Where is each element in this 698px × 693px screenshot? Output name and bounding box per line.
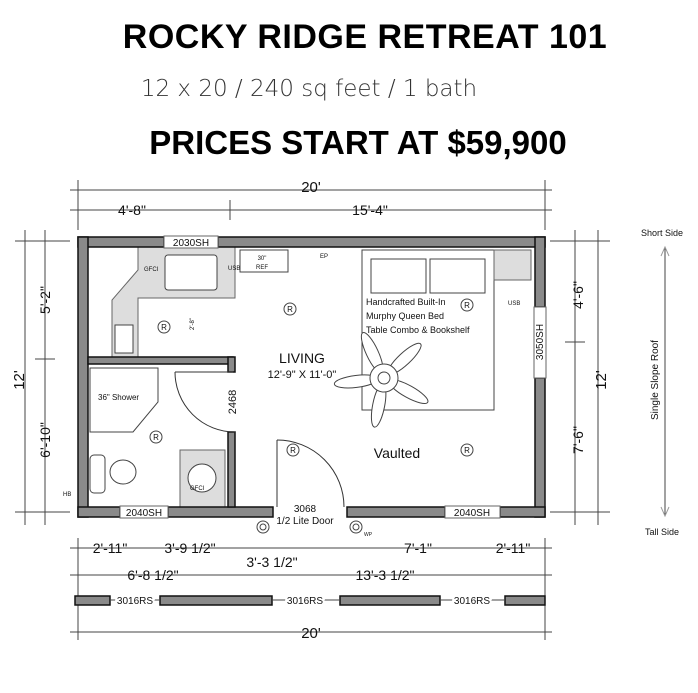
bed-label-2: Murphy Queen Bed xyxy=(366,311,444,321)
stove-icon xyxy=(114,324,134,354)
toilet-icon xyxy=(109,459,137,485)
dim-bottom-3: 3'-3 1/2" xyxy=(246,554,297,570)
plan-subtitle: 12 x 20 / 240 sq feet / 1 bath xyxy=(140,76,478,102)
interior-door-swing xyxy=(174,371,236,433)
gfci-label: GFCI xyxy=(144,267,159,273)
rear-window-label: 3016RS xyxy=(454,596,490,607)
right-dimensions: 4'-6" 7'-6" 12' xyxy=(550,230,610,525)
bathroom-fixtures: 36" Shower GFCI HB xyxy=(63,367,226,508)
refrigerator xyxy=(239,249,289,273)
svg-text:R: R xyxy=(464,301,470,310)
dim-right-upper: 4'-6" xyxy=(570,281,586,309)
ep-label: EP xyxy=(320,254,328,260)
living-label: LIVING xyxy=(279,350,325,366)
dim-left-upper: 5'-2" xyxy=(37,286,53,314)
bed-label-1: Handcrafted Built-In xyxy=(366,297,446,307)
tall-side-label: Tall Side xyxy=(645,527,679,537)
window-bottom-left-label: 2040SH xyxy=(126,508,162,519)
ref-size-label: 30" xyxy=(258,256,267,262)
window-bottom-right-label: 2040SH xyxy=(454,508,490,519)
svg-text:R: R xyxy=(161,323,167,332)
dim-bottom-2: 3'-9 1/2" xyxy=(164,540,215,556)
recessed-light-icon: R xyxy=(460,443,474,457)
interior-door-label: 2468 xyxy=(227,390,239,414)
bottom-dimensions: 2'-11" 3'-9 1/2" 3'-3 1/2" 7'-1" 2'-11" … xyxy=(70,538,552,642)
bed-label-3: Table Combo & Bookshelf xyxy=(366,325,470,335)
arrow-icon xyxy=(660,245,670,518)
openings: 2030SH 3050SH 2040SH 2040SH 2468 3068 1/… xyxy=(119,235,547,538)
wp-label: WP xyxy=(364,532,373,538)
ceiling-fan-icon xyxy=(333,332,429,428)
window-right-label: 3050SH xyxy=(535,324,546,360)
left-dimensions: 12' 5'-2" 6'-10" xyxy=(11,230,70,525)
dim-bottom-overall: 20' xyxy=(301,625,321,642)
rear-window-label: 3016RS xyxy=(287,596,323,607)
roof-label: Single Slope Roof xyxy=(650,340,661,420)
dim-bottom-1: 2'-11" xyxy=(93,540,128,556)
recessed-lights: R R R R R R xyxy=(149,298,474,457)
svg-text:R: R xyxy=(153,433,159,442)
living-size: 12'-9" X 11'-0" xyxy=(268,369,337,381)
recessed-light-icon: R xyxy=(157,320,171,334)
dim-bottom-5: 2'-11" xyxy=(496,540,531,556)
vanity-sink xyxy=(89,454,106,494)
shower xyxy=(89,367,159,433)
rear-window-label: 3016RS xyxy=(117,596,153,607)
ref-label: REF xyxy=(256,265,268,271)
entry-door-swing xyxy=(276,439,345,508)
dim-top-overall: 20' xyxy=(301,179,321,196)
top-dimensions: 20' 4'-8" 15'-4" xyxy=(70,179,552,230)
recessed-light-icon: R xyxy=(149,430,163,444)
dim-left-lower: 6'-10" xyxy=(37,422,53,458)
window-top-label: 2030SH xyxy=(173,238,209,249)
rear-wall-windows: 3016RS 3016RS 3016RS xyxy=(74,594,546,609)
svg-text:R: R xyxy=(464,446,470,455)
dim-right-lower: 7'-6" xyxy=(570,426,586,454)
short-side-label: Short Side xyxy=(641,228,683,238)
hb-label: HB xyxy=(63,492,71,498)
dim-right-overall: 12' xyxy=(593,370,610,390)
usb-label-2: USB xyxy=(508,301,520,307)
vaulted-label: Vaulted xyxy=(374,445,420,461)
roof-slope-indicator: Short Side Single Slope Roof Tall Side xyxy=(641,228,683,537)
shower-label: 36" Shower xyxy=(98,393,139,402)
dim-top-left: 4'-8" xyxy=(118,202,146,218)
recessed-light-icon: R xyxy=(460,298,474,312)
closet-dim-label: 2'-8" xyxy=(190,318,196,330)
usb-label: USB xyxy=(228,266,240,272)
dim-top-right: 15'-4" xyxy=(352,202,388,218)
dim-bottom-right: 13'-3 1/2" xyxy=(355,567,414,583)
entry-door-type: 1/2 Lite Door xyxy=(276,516,334,527)
price-banner: PRICES START AT $59,900 xyxy=(149,124,567,161)
kitchen-counter: 30" REF GFCI USB EP 2'-8" xyxy=(88,246,328,358)
plan-title: ROCKY RIDGE RETREAT 101 xyxy=(122,18,608,56)
dim-bottom-left: 6'-8 1/2" xyxy=(127,567,178,583)
gfci-label-2: GFCI xyxy=(190,486,205,492)
entry-door-label: 3068 xyxy=(294,504,317,515)
recessed-light-icon: R xyxy=(283,302,297,316)
dim-left-overall: 12' xyxy=(11,370,28,390)
svg-text:R: R xyxy=(287,305,293,314)
sink-icon xyxy=(164,254,218,291)
walls xyxy=(77,236,546,518)
svg-text:R: R xyxy=(290,446,296,455)
dim-bottom-4: 7'-1" xyxy=(404,540,432,556)
recessed-light-icon: R xyxy=(286,443,300,457)
